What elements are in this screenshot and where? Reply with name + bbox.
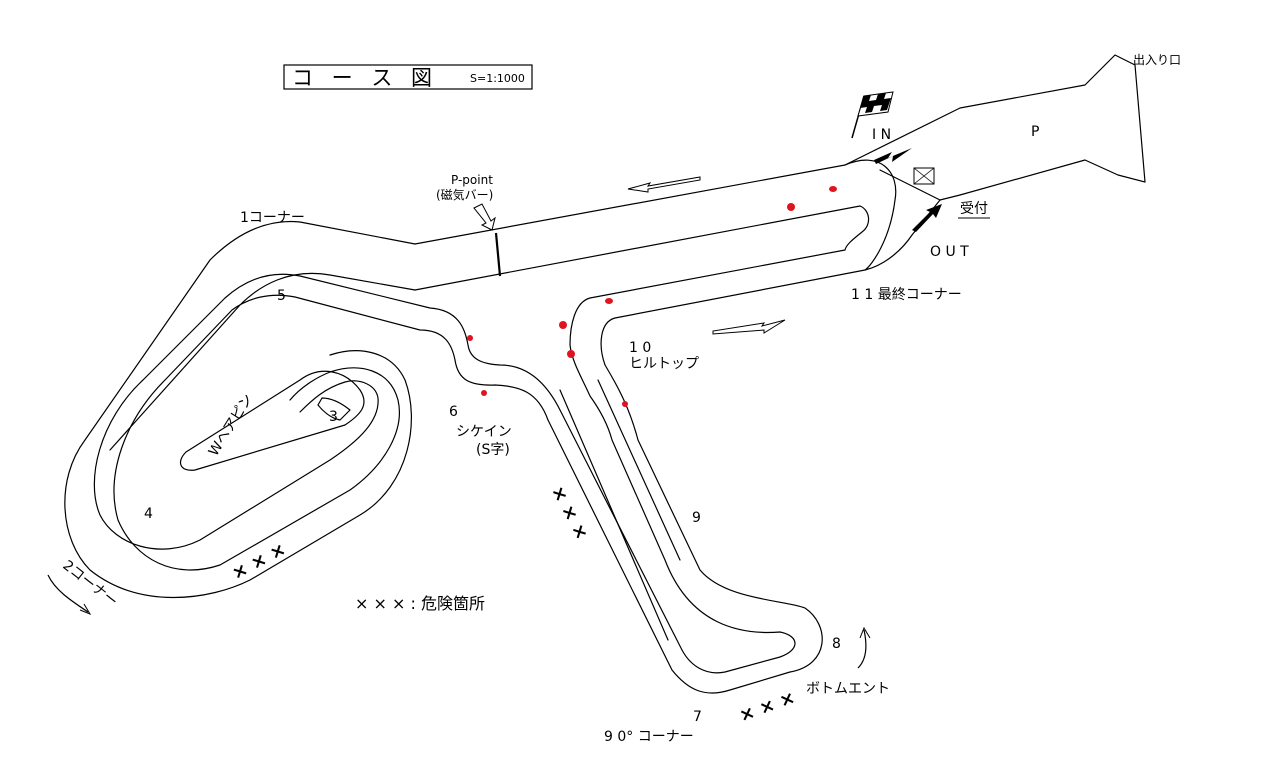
pit-entry — [864, 169, 941, 271]
track-inner-edge — [93, 205, 870, 674]
marker — [787, 203, 795, 211]
corner-11-label: 1 1 最終コーナー — [851, 287, 962, 303]
direction-arrow-bottom-head — [859, 626, 871, 639]
direction-arrow-top — [627, 176, 701, 193]
hairpin-island-2 — [317, 397, 351, 421]
scale-text: S=1:1000 — [470, 72, 525, 85]
hairpin-label: Wヘアピン — [206, 391, 257, 459]
ppoint-bar — [494, 232, 502, 277]
marker — [829, 186, 837, 192]
parking-area — [844, 54, 1146, 201]
corner-7-label: 7 — [693, 709, 702, 725]
track-outer-edge — [113, 159, 897, 694]
marker — [605, 298, 613, 304]
title-box: コ ー ス 図 S=1:1000 — [283, 64, 533, 90]
marker — [467, 335, 473, 341]
straight-9b — [597, 379, 681, 561]
entrance-label: 出入り口 — [1133, 53, 1181, 67]
corner-6-sub: (S字) — [476, 442, 510, 458]
ppoint-arrow — [473, 203, 496, 231]
corner-8-label: 8 — [832, 636, 841, 652]
reception-building — [913, 167, 935, 185]
in-label: I N — [872, 127, 891, 143]
hairpin-island — [179, 370, 365, 471]
danger-mark-hairpin: × × × — [228, 539, 289, 585]
corner-8-name: ボトムエント — [806, 681, 890, 697]
ppoint-sublabel: (磁気バー) — [436, 187, 493, 202]
marker — [567, 350, 575, 358]
corner-9-label: 9 — [692, 510, 701, 526]
marker — [559, 321, 567, 329]
corner-10-label: 1 0 — [629, 340, 651, 356]
out-label: O U T — [930, 244, 969, 260]
in-arrow — [874, 148, 912, 164]
parking-label: P — [1031, 124, 1039, 140]
corner-4-label: 4 — [144, 506, 153, 522]
ppoint-label: P-point — [451, 173, 493, 187]
danger-mark-chicane: × × × — [547, 482, 593, 543]
corner-1-label: 1コーナー — [240, 210, 305, 226]
corner-7-name: 9 0° コーナー — [604, 729, 694, 745]
track-outline-outer — [64, 220, 416, 599]
corner-6-label: 6 — [449, 404, 458, 420]
red-markers — [467, 186, 837, 407]
marker — [622, 401, 628, 407]
checkered-flag-icon — [851, 91, 894, 139]
danger-mark-90deg: × × × — [737, 687, 798, 726]
direction-arrow-corner2 — [47, 574, 89, 613]
direction-arrow-hilltop — [712, 319, 786, 335]
corner-10-name: ヒルトップ — [629, 356, 699, 372]
direction-arrow-corner2-head — [79, 603, 92, 616]
corner-6-name: シケイン — [456, 424, 512, 440]
corner-5-label: 5 — [277, 288, 286, 304]
marker — [481, 390, 487, 396]
straight-9 — [559, 389, 669, 641]
out-arrow — [912, 204, 942, 232]
corner-3-label: 3 — [329, 409, 338, 425]
reception-label: 受付 — [960, 201, 988, 217]
danger-legend: × × × : 危険箇所 — [355, 594, 485, 613]
track-outline-inner — [109, 272, 416, 451]
title-text: コ ー ス 図 — [292, 66, 438, 90]
direction-arrow-bottom — [857, 629, 867, 669]
